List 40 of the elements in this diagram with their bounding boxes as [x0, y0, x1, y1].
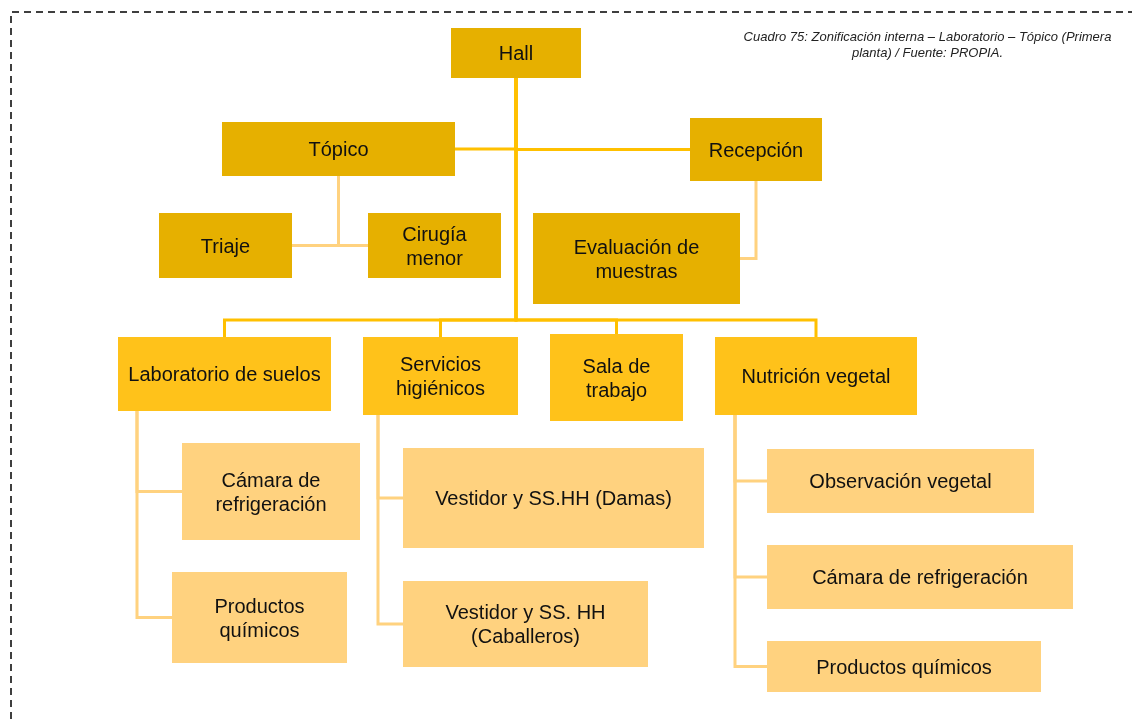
connector-line: [337, 176, 368, 247]
zone-label: Laboratorio de suelos: [128, 362, 321, 386]
zone-label: Observación vegetal: [809, 469, 992, 493]
zone-box: [403, 448, 704, 548]
zone-label: Recepción: [708, 137, 804, 162]
zone-label: Tópico: [308, 137, 369, 161]
zone-label: Evaluación de muestras: [572, 234, 701, 283]
zone-box: [363, 337, 518, 415]
zone-label: Triaje: [200, 233, 251, 258]
zone-box: [222, 122, 455, 176]
zone-label: Productos químicos: [816, 654, 992, 679]
zone-label: Vestidor y SS.HH (Damas): [435, 486, 672, 510]
zone-label: Cámara de refrigeración: [214, 467, 328, 516]
zone-box: [715, 337, 917, 415]
zone-box: [690, 118, 822, 181]
zone-label: Cámara de refrigeración: [812, 565, 1028, 589]
zone-label: Servicios higiénicos: [395, 352, 486, 400]
zone-label: Vestidor y SS. HH (Caballeros): [444, 600, 607, 648]
zone-box: [550, 334, 683, 421]
connector-line: [740, 181, 758, 260]
zone-box: [767, 641, 1041, 692]
caption: Cuadro 75: Zonificación interna – Laboratorio – Tópico (Primera planta) / Fuente: PROPIA.: [742, 29, 1113, 62]
zone-label: Cirugía menor: [401, 221, 468, 270]
zone-label: Sala de trabajo: [581, 353, 652, 402]
zone-box: [182, 443, 360, 540]
zone-box: [118, 337, 331, 411]
connector-line: [376, 415, 403, 626]
zone-label: Nutrición vegetal: [741, 364, 891, 388]
zone-box: [159, 213, 292, 278]
zone-box: [403, 581, 648, 667]
zone-box: [172, 572, 347, 663]
connector-line: [135, 411, 172, 619]
zone-box: [533, 213, 740, 304]
zone-box: [368, 213, 501, 278]
zone-box: [767, 449, 1034, 513]
zone-label: Hall: [498, 41, 534, 65]
zone-label: Productos químicos: [213, 593, 306, 642]
zone-box: [767, 545, 1073, 609]
zone-box: [451, 28, 581, 78]
connector-line: [733, 415, 767, 668]
